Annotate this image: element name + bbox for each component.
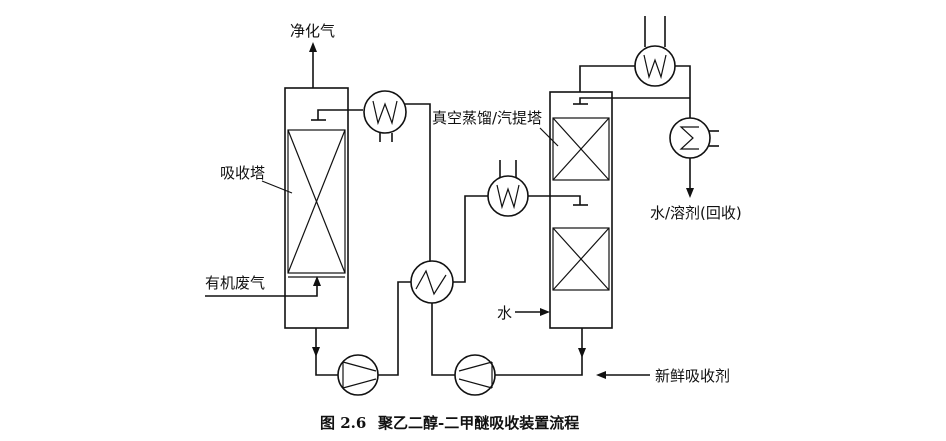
lean-solvent-pipe-to-exchanger <box>431 303 455 376</box>
absorber-label: 吸收塔 <box>220 164 265 182</box>
figure-title: 聚乙二醇-二甲醚吸收装置流程 <box>377 414 579 432</box>
stripper-label: 真空蒸馏/汽提塔 <box>432 109 542 127</box>
lean-solvent-pump <box>454 354 496 396</box>
stripper-column <box>549 91 690 329</box>
stripper-feed-distributor <box>528 195 588 206</box>
lean-solvent-cooler <box>363 90 407 142</box>
stripper-upper-packing <box>552 117 610 181</box>
arrow-right-icon <box>540 308 550 316</box>
recovered-solvent-outlet <box>686 158 694 198</box>
fresh-absorbent-label: 新鲜吸收剂 <box>655 367 730 385</box>
purified-gas-outlet <box>309 42 317 88</box>
water-label: 水 <box>497 304 512 322</box>
arrow-up-icon <box>313 276 321 286</box>
rich-solvent-pump <box>337 354 379 396</box>
arrow-down-icon <box>312 347 320 357</box>
stripper-reflux-distributor <box>573 97 690 105</box>
feed-heater <box>487 160 529 217</box>
rich-solvent-pipe-to-heater <box>453 195 488 283</box>
stripper-shell <box>549 91 613 329</box>
rich-solvent-pipe-to-exchanger <box>378 281 411 376</box>
water-inlet-pipe <box>515 308 550 316</box>
stripper-lower-packing <box>552 227 610 291</box>
absorber-packing <box>287 129 346 278</box>
overhead-vapor-pipe <box>579 65 635 92</box>
rich-solvent-outlet-pipe <box>312 328 338 376</box>
absorber-column <box>284 87 363 329</box>
condensate-cooler <box>669 117 719 159</box>
lean-solvent-pipe-to-cooler <box>405 103 431 261</box>
fresh-absorbent-inlet <box>596 371 650 379</box>
purified-gas-label: 净化气 <box>290 22 335 40</box>
stripper-leader-line <box>539 127 559 147</box>
absorber-liquid-distributor <box>311 109 363 121</box>
organic-waste-gas-label: 有机废气 <box>205 274 265 292</box>
arrow-left-icon <box>596 371 606 379</box>
condensate-pipe <box>675 65 691 118</box>
arrow-up-icon <box>309 42 317 52</box>
lean-solvent-outlet-pipe <box>495 328 586 376</box>
arrow-down-icon <box>686 188 694 198</box>
overhead-condenser <box>634 16 676 87</box>
figure-number: 图 2.6 <box>320 414 366 432</box>
arrow-down-icon <box>578 348 586 358</box>
absorber-leader-line <box>261 180 293 194</box>
cross-heat-exchanger <box>410 260 454 304</box>
waste-gas-inlet-pipe <box>205 276 321 297</box>
water-solvent-recovery-label: 水/溶剂(回收) <box>650 204 742 222</box>
